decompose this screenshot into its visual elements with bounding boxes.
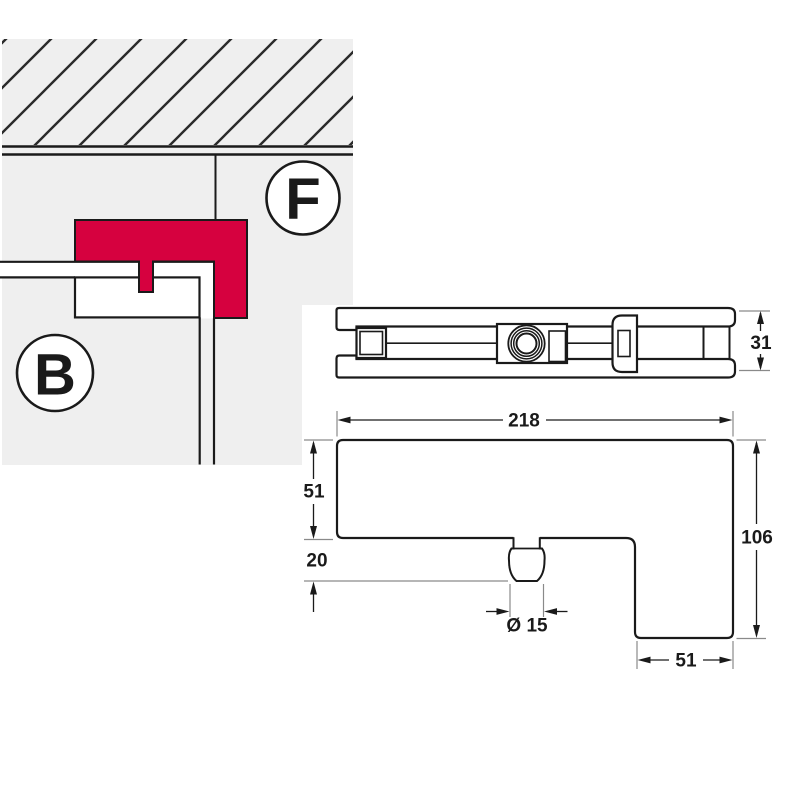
dimension-leg-width-51: 51	[636, 641, 734, 672]
fitting-highlight-red	[74, 219, 248, 319]
dim-clamp-height-value: 51	[303, 482, 325, 503]
installation-schematic: F B	[0, 39, 353, 465]
dim-total-height-value: 106	[741, 528, 773, 549]
dim-pin-diameter-value: Ø 15	[506, 616, 548, 637]
dimension-width-218: 218	[336, 411, 734, 437]
dimension-total-height-106: 106	[736, 439, 773, 640]
right-glass-block	[702, 326, 731, 359]
dimension-clamp-height-51: 51	[303, 439, 333, 541]
dim-depth-value: 31	[750, 333, 772, 354]
label-b-text: B	[34, 343, 76, 408]
pivot-pin	[507, 536, 546, 582]
dim-width-value: 218	[508, 411, 540, 432]
dimension-depth-31: 31	[739, 310, 772, 372]
ceiling-hatch	[2, 39, 353, 145]
dimension-pin-diameter-15: Ø 15	[486, 584, 568, 637]
dimension-pin-protrusion-20: 20	[304, 551, 508, 612]
right-clamp	[611, 314, 639, 374]
dim-pin-protrusion-value: 20	[306, 551, 327, 572]
ceiling-soffit-lines	[2, 145, 353, 156]
left-glass-block	[355, 326, 388, 360]
glass-recess-box	[73, 276, 201, 319]
top-view-drawing: 31	[335, 306, 772, 379]
door-leaf-edge	[198, 317, 216, 465]
label-f-circle: F	[265, 160, 341, 236]
pivot-boss	[495, 322, 569, 365]
dim-leg-width-value: 51	[675, 651, 697, 672]
label-f-text: F	[285, 167, 320, 232]
label-b-circle: B	[15, 333, 95, 413]
front-view-drawing: 218 51 20	[303, 411, 772, 672]
fitting-body-outline	[335, 438, 735, 640]
